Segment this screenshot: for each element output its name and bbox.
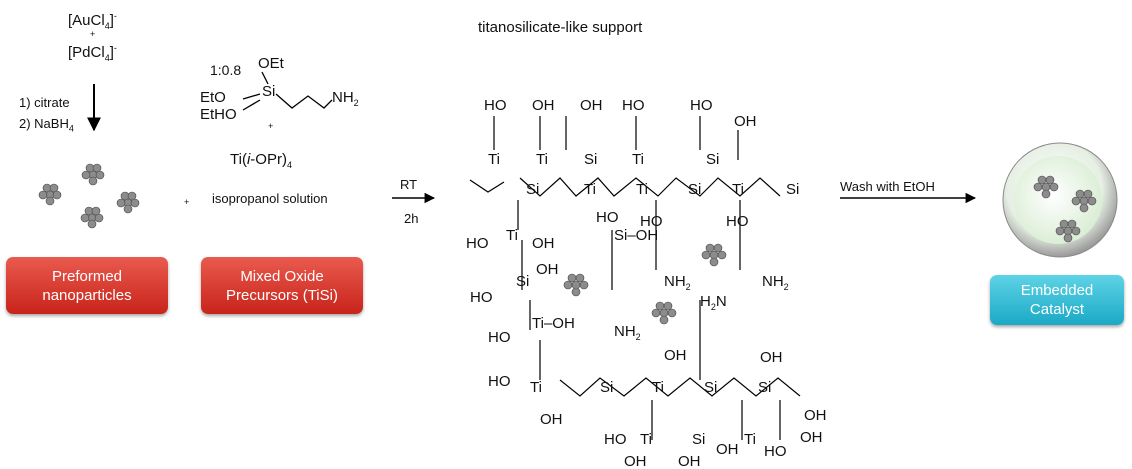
preformed-line2: nanoparticles (42, 286, 132, 304)
step-citrate-label: 1) citrate (19, 95, 70, 110)
mixed-line1: Mixed Oxide (240, 267, 324, 285)
preformed-nanoparticles-box: Preformed nanoparticles (6, 257, 168, 314)
silane-si: Si (262, 83, 276, 100)
mixed-line2: Precursors (TiSi) (226, 286, 338, 304)
pd-complex-label: [PdCl4]- (68, 43, 117, 63)
ratio-label: 1:0.8 (210, 62, 242, 78)
scheme-title: titanosilicate-like support (478, 19, 643, 36)
ti-precursor-label: Ti(i-OPr)4 (230, 151, 292, 170)
solution-label: isopropanol solution (212, 191, 328, 206)
embedded-line2: Catalyst (1029, 301, 1085, 318)
au-complex-label: [AuCl4]- (68, 11, 117, 31)
silane-oet: OEt (258, 55, 284, 72)
wash-label: Wash with EtOH (840, 179, 935, 194)
plus-sign: + (184, 197, 190, 207)
support-network-bonds (469, 116, 801, 440)
plus-sign-small: + (90, 29, 96, 39)
embedded-catalyst-box: Embedded Catalyst (990, 275, 1124, 325)
silane-eto: EtO (200, 89, 226, 106)
silane-etho: EtHO (200, 106, 237, 123)
silane-nh2: NH2 (332, 89, 359, 108)
arrow-2h-label: 2h (404, 211, 419, 226)
nanoparticle-spheres (38, 163, 1097, 325)
preformed-line1: Preformed (51, 267, 123, 285)
step-nabh4-label: 2) NaBH4 (19, 116, 74, 134)
plus-sign-middle: + (268, 121, 274, 131)
embedded-line1: Embedded (1020, 282, 1094, 299)
arrow-rt-label: RT (400, 177, 418, 192)
mixed-oxide-precursors-box: Mixed Oxide Precursors (TiSi) (201, 257, 363, 314)
silane-bonds (242, 71, 333, 111)
